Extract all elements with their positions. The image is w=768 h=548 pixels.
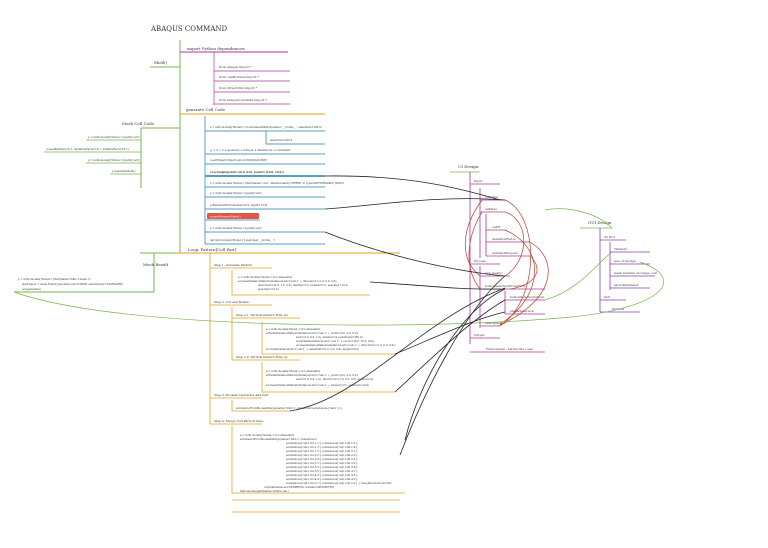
- node-import-python: import Python dependencies: [187, 46, 245, 51]
- ui-design-title: UI Design: [458, 164, 479, 169]
- gui-item: show/Parameter: [614, 283, 639, 287]
- gui-node-root: Tk GUI: [604, 235, 616, 239]
- loop-step: Step 2.1: Vertical Pattern Rule: kx: [236, 313, 288, 317]
- loop-step: Step 4: Merge Cell Parts & Save: [214, 419, 264, 423]
- gui-item: mesh number on range, cell: [614, 271, 657, 275]
- diagram-title: ABAQUS COMMAND: [150, 25, 228, 33]
- mesh-item: p = mdb.models['Model-1'].parts['cell']: [88, 158, 139, 162]
- node-mesh-result: Mesh Result: [143, 262, 169, 267]
- import-item: from abaqusConstants import *: [219, 98, 267, 102]
- code-line: a.instances['cell-1-lin-1-3'], a.instanc…: [286, 445, 358, 449]
- gui-design-title: GUI Design: [588, 220, 612, 225]
- ui-internal-arcs: [464, 199, 549, 327]
- ui-input-item: cellH: [492, 225, 500, 229]
- code-line: mdb.saveAs(pathName='lattice.cae'): [240, 489, 289, 493]
- generate-item: p = mdb.models['Model-1'].parts['cell']: [210, 191, 261, 195]
- generate-item: sheetSize=200.0: [270, 138, 293, 142]
- generate-item: p.BaseSolidExtrude(sketch=s, depth=10.0): [210, 203, 267, 207]
- mesh-result-item: p = mdb.models['Model-1'].Part(name='Par…: [18, 277, 91, 281]
- ui-node-process: Process: [474, 259, 486, 263]
- code-line: direction2=(0.0, 1.0, 0.0), number1=5, n…: [258, 283, 348, 287]
- mesh-item: p.generateMesh(): [112, 169, 135, 173]
- node-shell: Shell(): [154, 60, 168, 65]
- node-generate-cell-code: generate Cell Code: [186, 107, 226, 112]
- mesh-result-item: a.regenerate(): [22, 287, 41, 291]
- step4-code-block: a = mdb.models['Model-1'].rootAssembly a…: [240, 433, 392, 493]
- code-line: a.instances['cell-1-lin-3-5'], a.instanc…: [286, 469, 358, 473]
- green-connectors: [13, 208, 664, 326]
- black-connectors: [289, 175, 506, 456]
- highlighted-node-bg: [207, 213, 259, 219]
- code-line: a.instances['cell-1-lin-2-4'], a.instanc…: [286, 457, 358, 461]
- code-line: a.LinearInstancePattern(instanceList=('c…: [238, 279, 337, 283]
- ui-node-output: Output: [474, 333, 485, 337]
- code-line: a.instances['cell-1-lin-1-1'], a.instanc…: [286, 441, 358, 445]
- generate-item: s.rectangle(point1=(0.0, 0.0), point2=(1…: [210, 170, 284, 174]
- loop-step: Step 2.2: Vertical Pattern Rule: ky: [236, 355, 288, 359]
- code-line: a.instances['cell-1-lin-2-2'], a.instanc…: [286, 453, 358, 457]
- code-line: a.instances['cell-1-lin-4-2'], a.instanc…: [286, 473, 358, 477]
- generate-item: s.setPrimaryObject(option=STANDALONE): [210, 158, 267, 162]
- code-line: a.LinearInstancePattern(instanceList=('c…: [266, 383, 369, 387]
- import-item: from caeModules import *: [219, 75, 259, 79]
- node-loop-pattern: Loop: Pattern[Cell Part]: [188, 247, 237, 252]
- gui-item: size of Sponge: [614, 259, 636, 263]
- mesh-branch: [44, 139, 141, 175]
- import-item: from driverUtils import *: [219, 86, 258, 90]
- gui-item: Tkinter(): [614, 247, 627, 251]
- code-line: a.InstanceFromBooleanMerge(name='Part-1'…: [236, 406, 342, 410]
- loop-step: Step 1: Generate Pattern: [214, 263, 252, 267]
- code-line: spacing2=10.0): [258, 287, 279, 291]
- ui-process-item: buttonSelectionFromEntry: [485, 284, 526, 288]
- ui-process-item: userOption: [485, 321, 502, 325]
- code-line: a.RadialInstancePattern(instanceList=('c…: [266, 373, 359, 377]
- mesh-item: p = mdb.models['Model-1'].parts['cell']: [88, 135, 139, 139]
- ui-process-item: gen_mesh(): [485, 271, 503, 275]
- ui-node-input: Input: [474, 179, 483, 183]
- code-line: originalInstances=SUPPRESS, domain=GEOME…: [264, 485, 334, 489]
- code-line: a.RadialInstancePattern(instanceList=('c…: [266, 331, 359, 335]
- abaqus-trunk: [14, 40, 400, 293]
- code-line: a.instances['cell-1-lin-5-1'], a.instanc…: [286, 481, 392, 485]
- generate-branch: [204, 116, 325, 245]
- code-line: a = mdb.models['Model-1'].rootAssembly: [266, 327, 321, 331]
- ui-input-item: deviationFactor: [492, 237, 516, 241]
- code-line: a.instances['cell-1-lin-1-5'], a.instanc…: [286, 449, 358, 453]
- code-line: a = mdb.models['Model-1'].rootAssembly: [238, 275, 293, 279]
- loop-step: Step 3: Boolean Operation And Part: [214, 393, 269, 397]
- code-line: a.InstanceFromBooleanMerge(name='Part-1'…: [240, 437, 317, 441]
- ui-input-item: Cell Size: [485, 195, 499, 199]
- node-mesh-cell-code: Mesh Cell Code: [122, 121, 155, 126]
- ui-output-item: Final design - Lattice file (.cae): [486, 347, 533, 351]
- code-line: a = mdb.models['Model-1'].rootAssembly: [266, 369, 321, 373]
- ui-process-item: pandaSelection: [510, 309, 534, 313]
- gui-design-branch: [580, 227, 655, 313]
- code-line: axis=(0.0, 0.0, 1.0), number=4, totalAng…: [296, 335, 363, 339]
- import-item: from abaqus import *: [219, 65, 252, 69]
- mesh-item: p.seedPart(size=0.1, deviationFactor=0.1…: [46, 147, 129, 151]
- code-line: axis=(0.0, 0.0, 1.0), direction1=(1.0, 0…: [296, 377, 373, 381]
- gui-item: GUI: [604, 295, 611, 299]
- generate-item-highlighted: s.unsetPrimaryObject(): [210, 215, 241, 219]
- import-branch: [213, 52, 290, 105]
- code-line: a.translate(instanceList=('cell-1', ), v…: [296, 339, 374, 343]
- code-line: a = mdb.models['Model-1'].rootAssembly: [240, 433, 295, 437]
- ui-input-item: numberOfLayers: [492, 251, 518, 255]
- mesh-result-item: elemType1 = mesh.ElemType(elemCode=C3D8R…: [22, 282, 123, 286]
- generate-item: p = mdb.models['Model-1'].Part(name='cel…: [210, 181, 344, 185]
- ui-input-item: cellSize: [485, 207, 497, 211]
- code-line: a.LinearInstancePattern(instanceList=('c…: [296, 343, 395, 347]
- generate-item: p = mdb.models['Model-1'].parts['cell']: [210, 226, 261, 230]
- code-line: a.instances['cell-1-lin-3-3'], a.instanc…: [286, 465, 358, 469]
- generate-item: del mdb.models['Model-1'].sketches['__pr…: [210, 238, 275, 242]
- code-line: a.rotate(instanceList=('cell-1', ), axis…: [266, 347, 359, 351]
- generate-item: g, v, d, c = s.geometry, s.vertices, s.d…: [210, 148, 291, 152]
- code-line: a.instances['cell-1-lin-3-1'], a.instanc…: [286, 461, 358, 465]
- loop-branch: [209, 253, 405, 513]
- loop-step: Step 2: Cut and Rotate: [214, 300, 249, 304]
- generate-item: s = mdb.models['Model-1'].ConstrainedSke…: [210, 125, 322, 129]
- code-line: a.instances['cell-1-lin-4-4'], a.instanc…: [286, 477, 358, 481]
